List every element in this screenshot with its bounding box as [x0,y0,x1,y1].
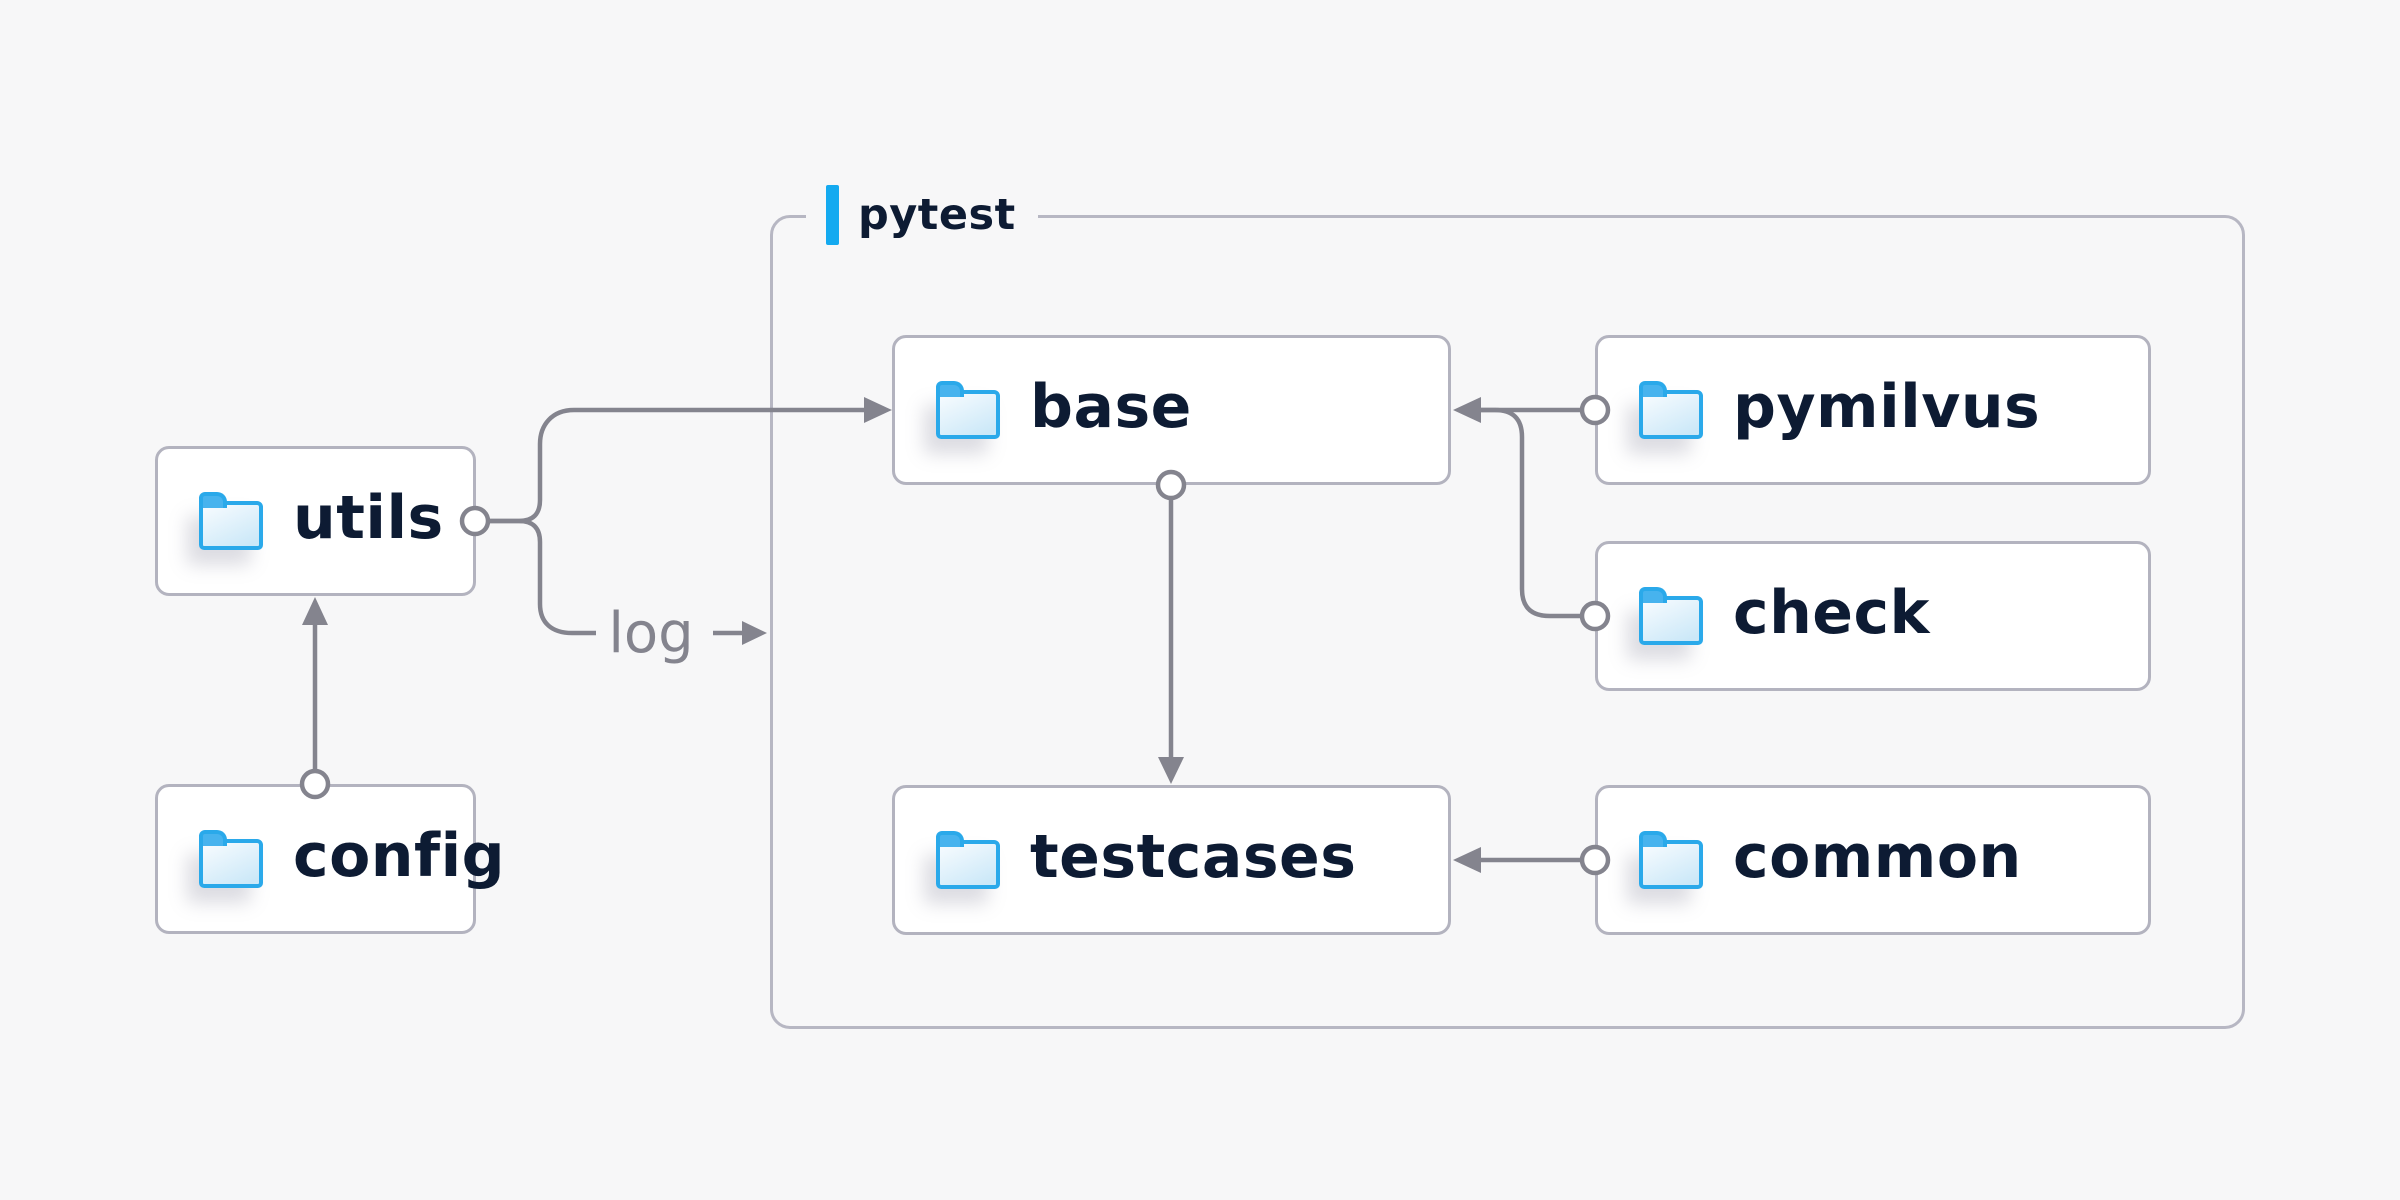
group-pytest-label: pytest [806,183,1038,247]
node-testcases: testcases [892,785,1451,935]
edge-config-utils [299,597,331,800]
node-config: config [155,784,505,934]
node-label: check [1733,578,1930,648]
folder-icon [936,380,1000,439]
node-label: utils [293,483,444,553]
edge-label-log: log [608,600,694,666]
node-label: pymilvus [1733,372,2041,442]
node-label: testcases [1030,822,1357,892]
accent-bar-icon [826,185,839,245]
folder-icon [1639,586,1703,645]
node-label: config [293,821,506,891]
folder-icon [1639,380,1703,439]
folder-icon [1639,830,1703,889]
node-label: common [1733,822,2022,892]
node-common: common [1595,785,2151,935]
folder-icon [936,830,1000,889]
node-base: base [892,335,1451,485]
node-check: check [1595,541,2151,691]
group-pytest [770,215,2245,1029]
folder-icon [199,829,263,888]
node-utils: utils [155,446,476,596]
node-pymilvus: pymilvus [1595,335,2151,485]
folder-icon [199,491,263,550]
group-title: pytest [858,190,1016,240]
node-label: base [1030,372,1192,442]
